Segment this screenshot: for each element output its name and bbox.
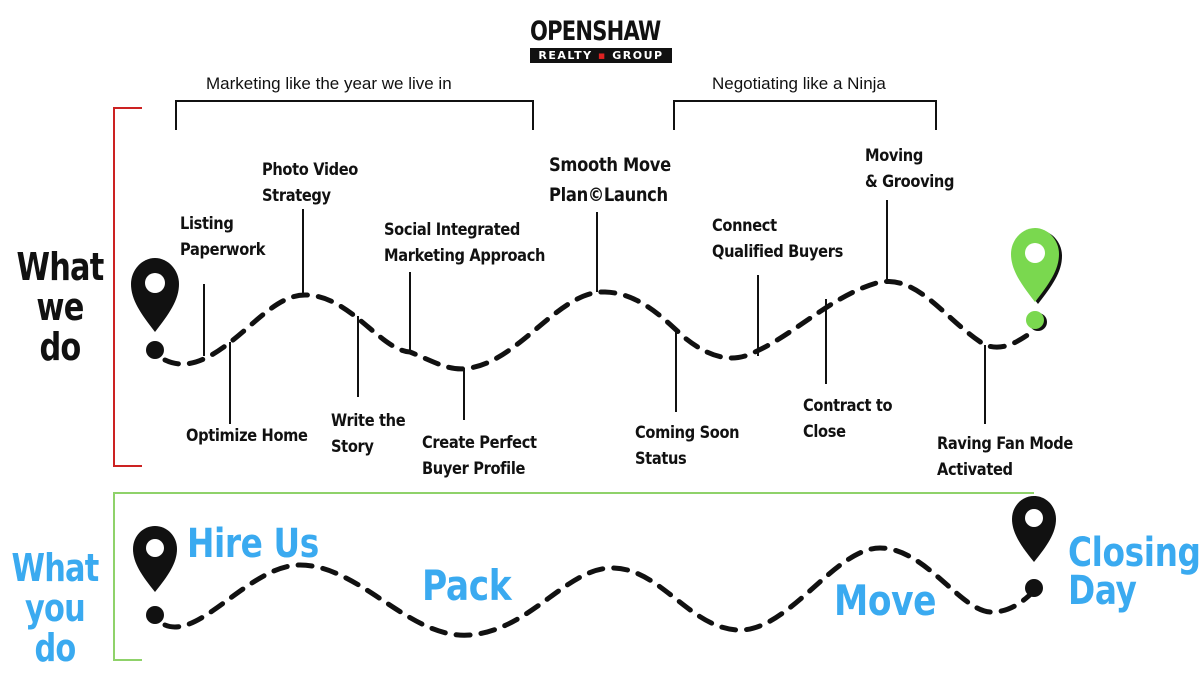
what-you-do-title: What you do xyxy=(11,546,99,670)
step-write-story: Write the Story xyxy=(331,411,406,457)
step-contract-close: Contract to Close xyxy=(803,396,893,442)
pack-label: Pack xyxy=(422,561,512,610)
map-pin-icon xyxy=(131,258,179,359)
brand-sub-right: GROUP xyxy=(612,49,664,62)
brand-sub-left: REALTY xyxy=(538,49,593,62)
lower-connectors xyxy=(229,299,986,424)
step-smooth-move: Smooth Move Plan©Launch xyxy=(549,154,671,206)
brand-logo: OPENSHAW REALTY ▪ GROUP xyxy=(530,18,672,66)
what-we-do-bracket xyxy=(113,107,142,467)
negotiating-bracket xyxy=(673,100,937,130)
move-label: Move xyxy=(834,576,937,625)
negotiating-label: Negotiating like a Ninja xyxy=(712,74,886,93)
step-optimize-home: Optimize Home xyxy=(186,426,308,446)
step-social-marketing: Social Integrated Marketing Approach xyxy=(384,220,546,266)
step-moving-grooving: Moving & Grooving xyxy=(865,146,955,192)
service-road xyxy=(162,279,1038,372)
upper-connectors xyxy=(203,200,888,356)
brand-subtitle-bar: REALTY ▪ GROUP xyxy=(530,48,672,63)
marketing-label: Marketing like the year we live in xyxy=(206,74,452,93)
map-pin-icon xyxy=(1011,228,1062,331)
what-we-do-title: What we do xyxy=(16,245,104,369)
marketing-bracket xyxy=(175,100,534,130)
client-road xyxy=(162,545,1038,638)
brand-divider-icon: ▪ xyxy=(597,49,607,62)
brand-name: OPENSHAW xyxy=(530,16,661,47)
step-raving-fan: Raving Fan Mode Activated xyxy=(937,434,1073,480)
map-pin-icon xyxy=(1012,496,1056,597)
step-connect-buyers: Connect Qualified Buyers xyxy=(712,216,843,262)
map-pin-icon xyxy=(133,526,177,624)
step-coming-soon: Coming Soon Status xyxy=(635,423,740,469)
step-buyer-profile: Create Perfect Buyer Profile xyxy=(422,433,537,479)
step-listing-paperwork: Listing Paperwork xyxy=(180,214,266,260)
step-photo-video: Photo Video Strategy xyxy=(262,160,359,206)
what-you-do-box xyxy=(113,492,1034,661)
hire-us-label: Hire Us xyxy=(187,521,319,567)
closing-day-label: Closing Day xyxy=(1068,530,1200,614)
